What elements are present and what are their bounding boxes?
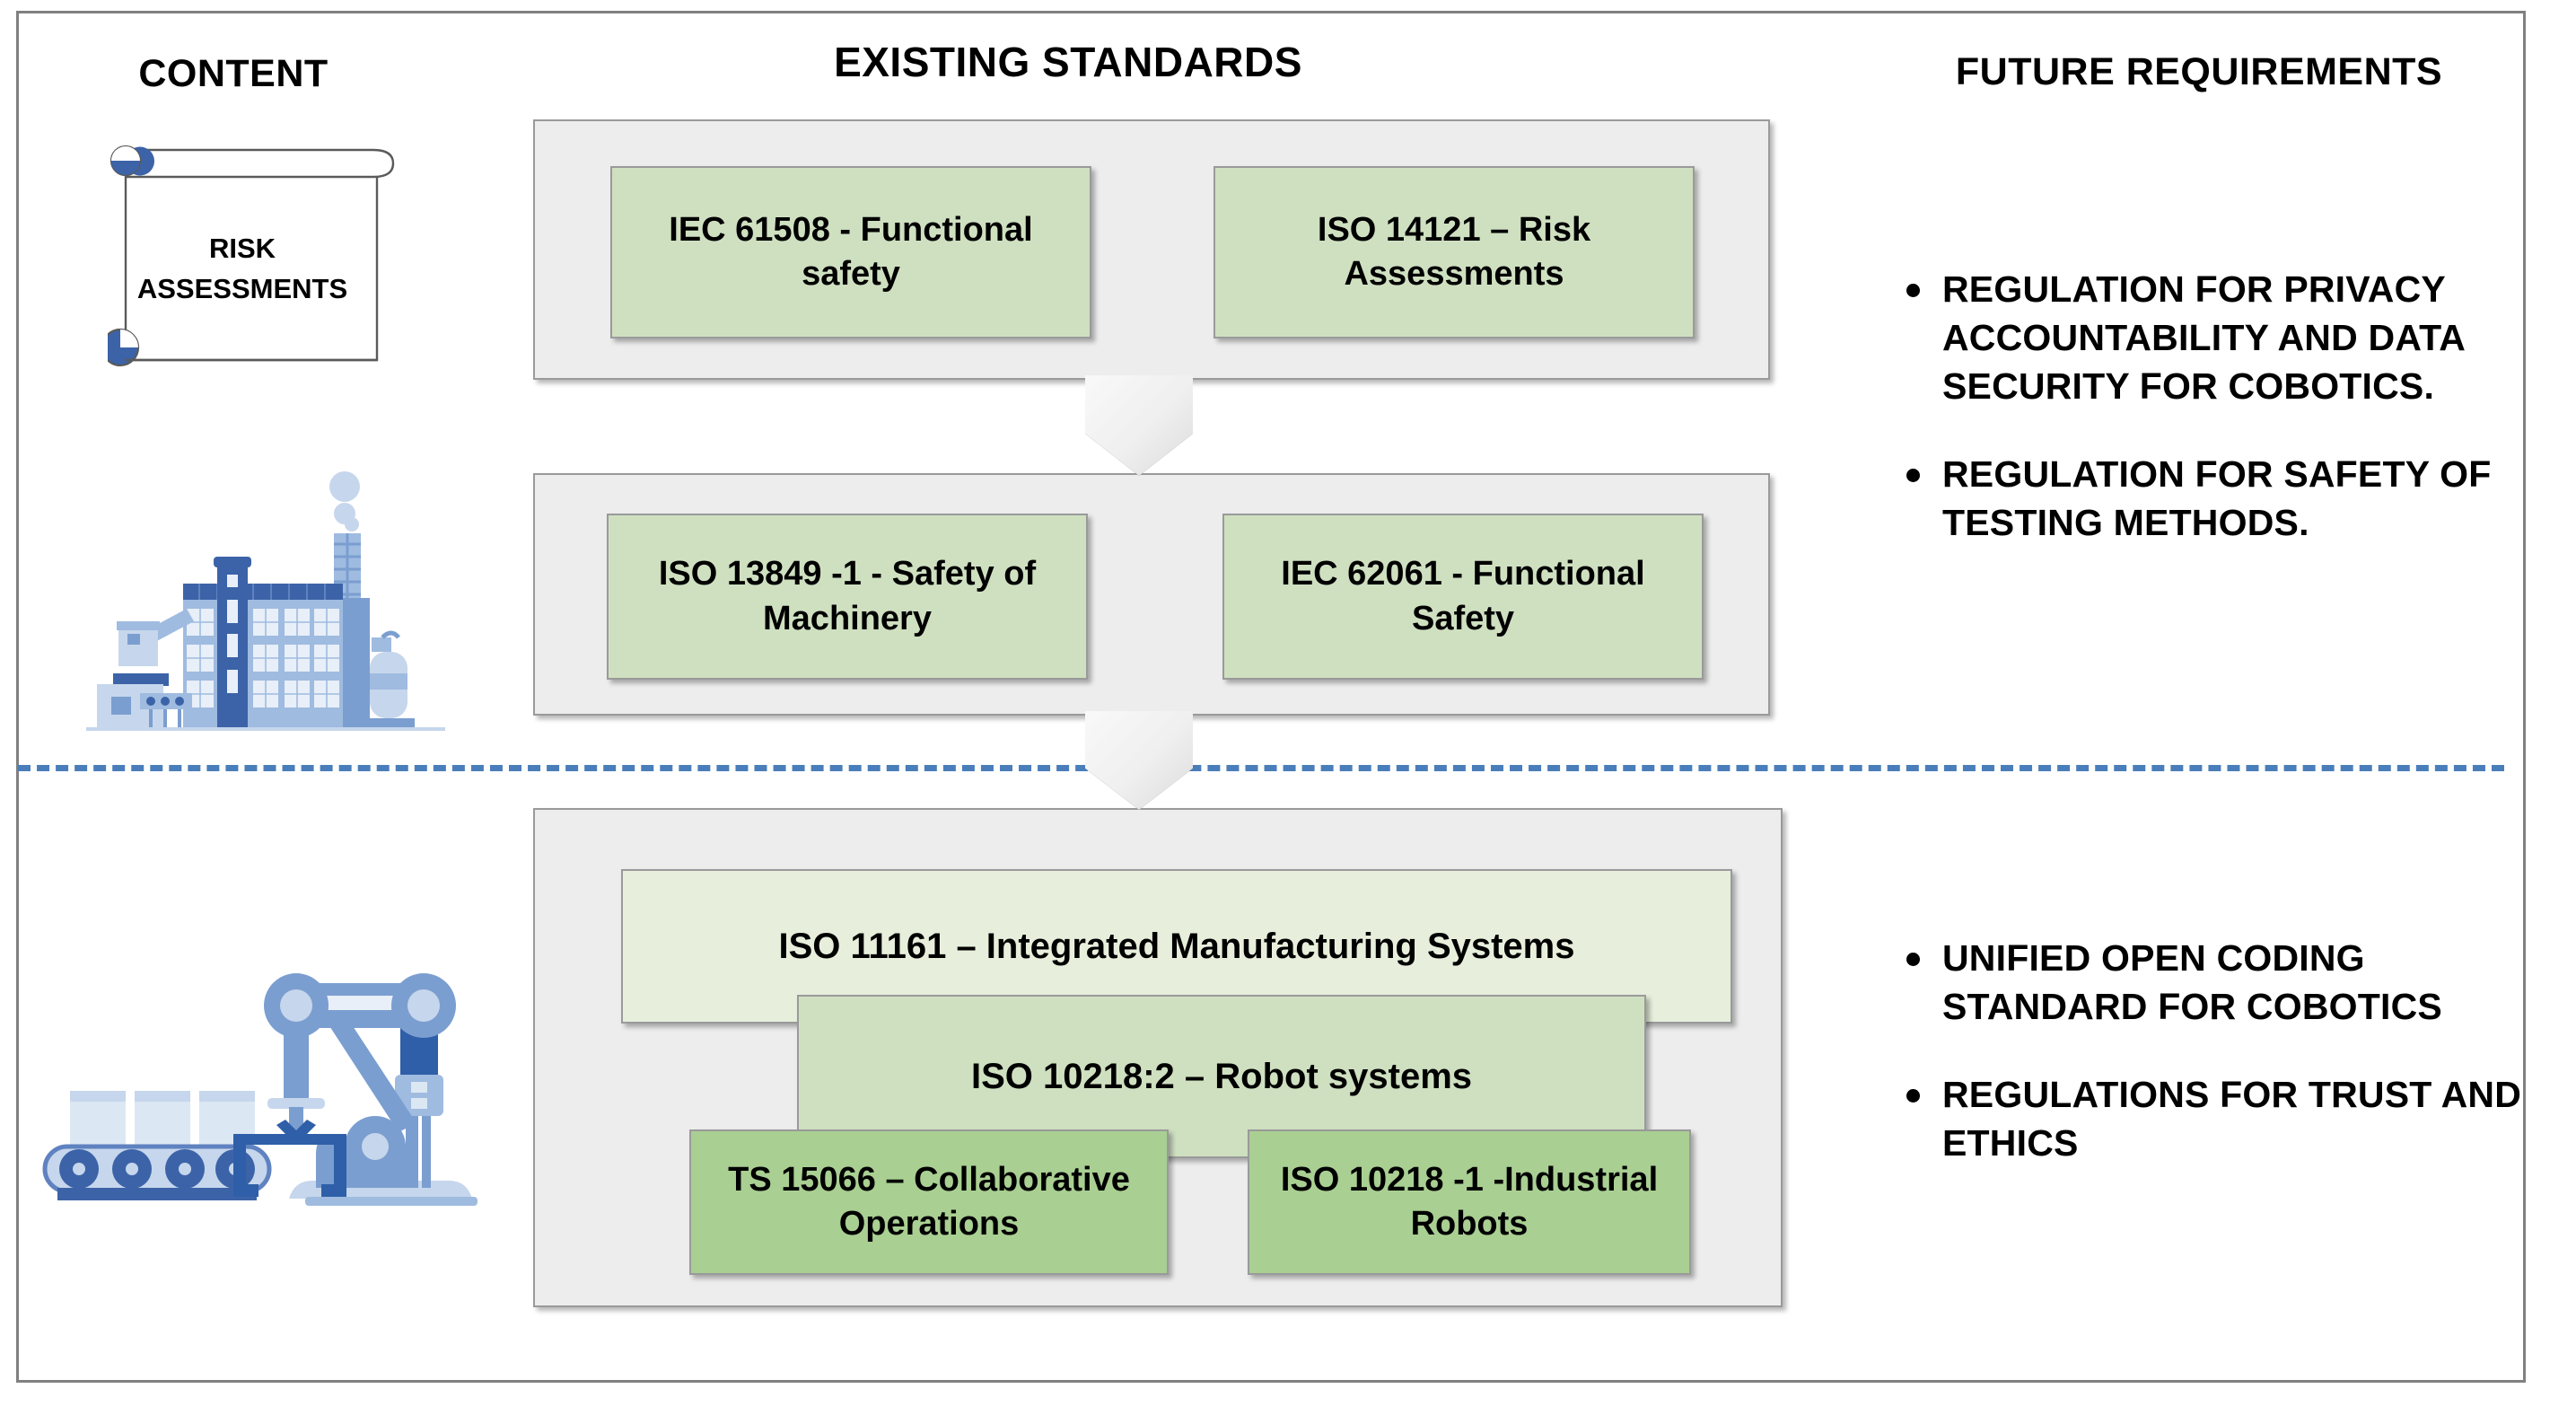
scroll-icon-label: RISK ASSESSMENTS [108,229,377,310]
heading-content: CONTENT [138,52,329,95]
standard-chip-iso-13849-1[interactable]: ISO 13849 -1 - Safety of Machinery [607,514,1088,680]
dashed-divider [18,765,2504,771]
scroll-risk-assessments-icon [108,145,395,367]
standard-chip-iso-14121[interactable]: ISO 14121 – Risk Assessments [1214,166,1695,338]
standard-chip-iso-10218-1[interactable]: ISO 10218 -1 -Industrial Robots [1248,1129,1691,1275]
standard-chip-iec-62061[interactable]: IEC 62061 - Functional Safety [1222,514,1704,680]
future-requirement-item: REGULATION FOR PRIVACY ACCOUNTABILITY AN… [1906,265,2571,410]
scroll-label-line-2: ASSESSMENTS [136,272,348,304]
future-requirement-item: UNIFIED OPEN CODING STANDARD FOR COBOTIC… [1906,934,2571,1031]
future-requirement-item: REGULATION FOR SAFETY OF TESTING METHODS… [1906,450,2571,547]
future-requirements-list-bottom: UNIFIED OPEN CODING STANDARD FOR COBOTIC… [1892,934,2571,1207]
heading-existing-standards: EXISTING STANDARDS [834,39,1302,85]
scroll-label-line-1: RISK [208,233,276,264]
standard-chip-ts-15066[interactable]: TS 15066 – Collaborative Operations [689,1129,1169,1275]
factory-icon [86,471,445,731]
standard-chip-iec-61508[interactable]: IEC 61508 - Functional safety [610,166,1091,338]
robot-arm-conveyor-icon [42,973,478,1206]
future-requirement-item: REGULATIONS FOR TRUST AND ETHICS [1906,1070,2571,1167]
heading-future-requirements: FUTURE REQUIREMENTS [1955,50,2443,93]
future-requirements-list-top: REGULATION FOR PRIVACY ACCOUNTABILITY AN… [1892,265,2571,587]
